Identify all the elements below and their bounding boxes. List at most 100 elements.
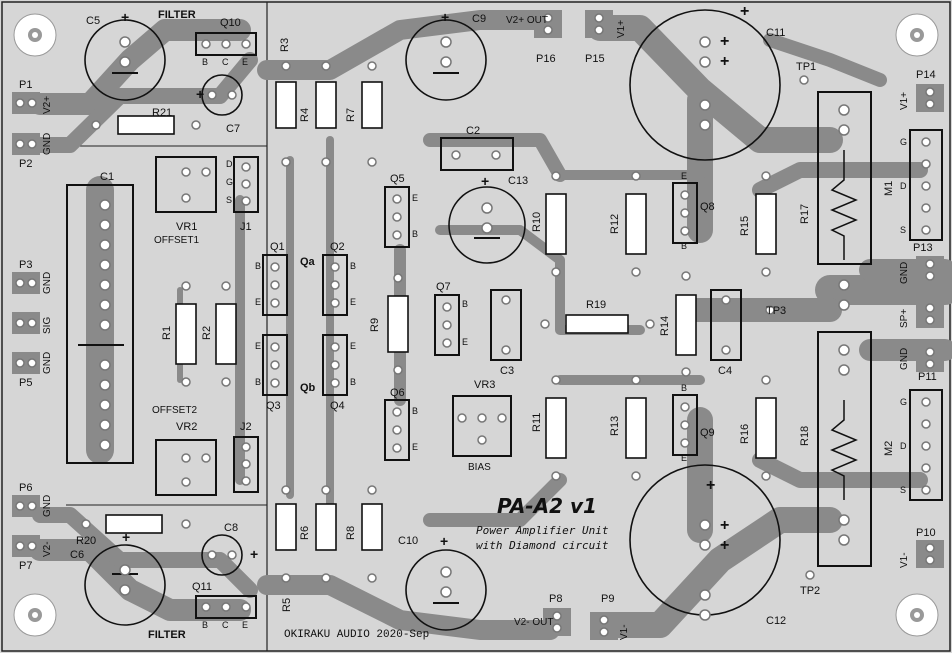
pin-q1-e: E: [255, 297, 262, 307]
pin-q3-e: E: [255, 341, 262, 351]
offset2-label: OFFSET2: [152, 405, 198, 416]
polarity-c5: +: [121, 9, 130, 25]
pin-q7-e: E: [462, 337, 469, 347]
part-q11: Q11: [192, 581, 212, 593]
qa-label: Qa: [300, 256, 315, 268]
conn-p5-pin: GND: [42, 351, 53, 374]
pin-q5-e: E: [412, 193, 419, 203]
part-tp3: TP3: [766, 305, 787, 317]
part-j2: J2: [240, 421, 252, 433]
conn-p1-label: P1: [19, 79, 33, 91]
part-c2: C2: [466, 125, 481, 137]
mounting-holes: [13, 13, 939, 637]
part-q4: Q4: [330, 400, 345, 412]
part-j1: J1: [240, 221, 252, 233]
board-title: PA-A2 v1: [497, 494, 597, 518]
part-r1: R1: [161, 325, 173, 340]
part-r18: R18: [799, 425, 811, 446]
polarity-c10: +: [440, 533, 449, 549]
part-r7: R7: [345, 107, 357, 122]
part-r11: R11: [531, 412, 543, 432]
polarity-c12-a: +: [720, 517, 730, 534]
conn-p7-pin: V2-: [42, 541, 53, 557]
polarity-c7: +: [196, 86, 205, 102]
conn-p1-pin: V2+: [42, 95, 53, 114]
conn-p11-pin: GND: [899, 347, 910, 370]
part-r14: R14: [659, 315, 671, 336]
polarity-c12: +: [706, 477, 716, 494]
pin-j1-g: G: [226, 177, 234, 187]
pin-m1-d: D: [900, 181, 907, 191]
part-r20: R20: [76, 535, 97, 547]
conn-p6-pin: GND: [42, 494, 53, 517]
part-q5: Q5: [390, 173, 405, 185]
part-c10: C10: [398, 535, 419, 547]
conn-p13-pin: GND: [899, 261, 910, 284]
part-c8: C8: [224, 522, 239, 534]
pin-q10-e: E: [242, 57, 249, 67]
conn-p9-label: P9: [601, 593, 615, 605]
part-q6: Q6: [390, 387, 405, 399]
v2m-out-label: V2- OUT: [514, 617, 554, 628]
part-c7: C7: [226, 123, 241, 135]
polarity-c11: +: [740, 3, 750, 20]
conn-p3-pin: GND: [42, 271, 53, 294]
polarity-c6: +: [122, 529, 131, 545]
pin-q11-b: B: [202, 620, 209, 630]
conn-p7-label: P7: [19, 560, 33, 572]
part-c4: C4: [718, 365, 733, 377]
part-q9: Q9: [700, 427, 715, 439]
conn-p12-pin: SP+: [899, 308, 910, 328]
pin-q10-b: B: [202, 57, 209, 67]
pin-q3-b: B: [255, 377, 262, 387]
conn-p10-pin: V1-: [899, 552, 910, 568]
part-q7: Q7: [436, 281, 451, 293]
part-r19: R19: [586, 299, 607, 311]
polarity-c9: +: [441, 9, 450, 25]
pin-q9-e: E: [681, 453, 688, 463]
qb-label: Qb: [300, 382, 316, 394]
part-r2: R2: [201, 325, 213, 340]
pin-q5-b: B: [412, 229, 419, 239]
conn-p15-pin: V1+: [616, 19, 627, 38]
part-r16: R16: [739, 423, 751, 444]
part-tp2: TP2: [800, 585, 821, 597]
conn-p5-label: P5: [19, 377, 33, 389]
part-r8: R8: [345, 525, 357, 540]
part-q3: Q3: [266, 400, 281, 412]
conn-p16-label: P16: [536, 53, 556, 65]
part-vr1: VR1: [176, 221, 198, 233]
v2p-out-label: V2+ OUT: [506, 15, 548, 26]
conn-p14-pin: V1+: [899, 91, 910, 110]
pin-j1-s: S: [226, 195, 233, 205]
pin-q6-b: B: [412, 406, 419, 416]
polarity-c11-b: +: [720, 53, 730, 70]
offset1-label: OFFSET1: [154, 235, 200, 246]
part-vr2: VR2: [176, 421, 198, 433]
pin-q1-b: B: [255, 261, 262, 271]
pin-q8-b: B: [681, 241, 688, 251]
pin-m2-d: D: [900, 441, 907, 451]
filter-bottom-label: FILTER: [148, 629, 186, 641]
conn-p14-label: P14: [916, 69, 936, 81]
conn-p8-label: P8: [549, 593, 563, 605]
conn-p9-pin: V1-: [619, 624, 630, 640]
conn-p13-label: P13: [913, 242, 933, 254]
polarity-c8: +: [250, 546, 259, 562]
conn-p11-label: P11: [918, 371, 937, 383]
part-tp1: TP1: [796, 61, 817, 73]
pin-q10-c: C: [222, 57, 229, 67]
part-c9: C9: [472, 13, 487, 25]
part-m1: M1: [883, 180, 895, 196]
part-r15: R15: [739, 215, 751, 236]
conn-p3-label: P3: [19, 259, 33, 271]
part-c5: C5: [86, 15, 101, 27]
part-r17: R17: [799, 203, 811, 224]
pin-q4-e: E: [350, 341, 357, 351]
part-c12: C12: [766, 615, 787, 627]
polarity-c11-a: +: [720, 33, 730, 50]
pin-q6-e: E: [412, 442, 419, 452]
part-c11: C11: [766, 27, 786, 39]
part-r12: R12: [609, 213, 621, 234]
